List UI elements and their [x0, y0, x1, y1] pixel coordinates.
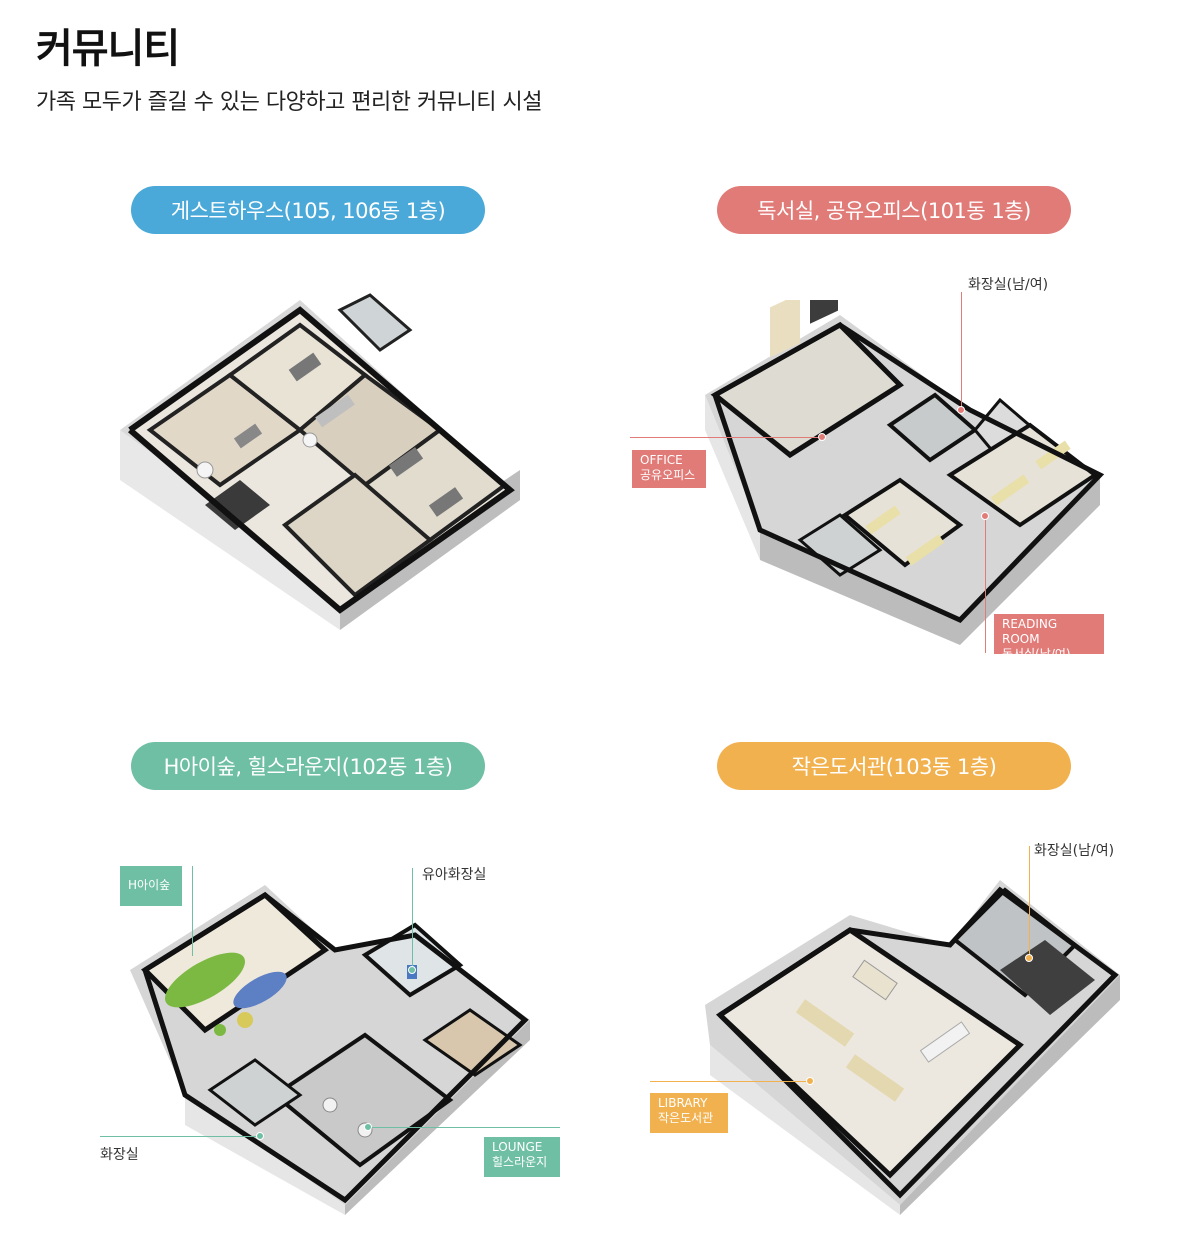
lounge-restroom-marker: [256, 1132, 264, 1140]
library-callout-box: LIBRARY 작은도서관: [650, 1093, 728, 1133]
reading-room-callout-en: READING ROOM: [1002, 617, 1058, 646]
library-restroom-callout: 화장실(남/여): [1034, 843, 1115, 859]
baby-restroom-leader-line: [412, 868, 413, 970]
baby-restroom-marker: [408, 966, 416, 974]
library-callout-ko: 작은도서관: [658, 1111, 714, 1125]
baby-restroom-callout: 유아화장실: [422, 867, 487, 883]
library-marker: [806, 1077, 814, 1085]
library-leader-line: [650, 1081, 810, 1082]
library-callout-en: LIBRARY: [658, 1096, 708, 1110]
office-marker: [818, 433, 826, 441]
guesthouse-floorplan: [120, 293, 520, 630]
library-label-pill: 작은도서관(103동 1층): [717, 742, 1071, 790]
reading-room-marker: [981, 512, 989, 520]
reading-restroom-marker: [957, 406, 965, 414]
reading-room-leader-line: [985, 517, 986, 653]
reading-room-callout-box: READING ROOM 독서실(남/여): [994, 614, 1104, 661]
office-callout-ko: 공유오피스: [640, 468, 696, 482]
office-callout-en: OFFICE: [640, 453, 683, 467]
library-restroom-marker: [1025, 954, 1033, 962]
library-floorplan: [705, 880, 1120, 1215]
lounge-callout-en: LOUNGE: [492, 1140, 543, 1154]
kids-callout-label: H아이숲: [128, 878, 171, 892]
office-callout-box: OFFICE 공유오피스: [632, 450, 706, 488]
lounge-restroom-leader-line: [100, 1136, 260, 1137]
kids-leader-line: [192, 866, 193, 956]
lounge-marker: [364, 1123, 372, 1131]
kids-callout-box: H아이숲: [120, 866, 182, 906]
reading-restroom-callout: 화장실(남/여): [968, 277, 1049, 293]
reading-restroom-leader-line: [961, 292, 962, 410]
page-title: 커뮤니티: [36, 26, 180, 72]
reading-room-callout-ko: 독서실(남/여): [1002, 647, 1071, 661]
library-restroom-leader-line: [1029, 846, 1030, 958]
office-leader-line: [630, 437, 822, 438]
guesthouse-label-pill: 게스트하우스(105, 106동 1층): [131, 186, 485, 234]
lounge-floorplan: [130, 885, 530, 1215]
lounge-restroom-callout: 화장실: [100, 1147, 139, 1163]
lounge-callout-ko: 힐스라운지: [492, 1155, 548, 1169]
lounge-leader-line: [368, 1127, 560, 1128]
lounge-label-pill: H아이숲, 힐스라운지(102동 1층): [131, 742, 485, 790]
page-subtitle: 가족 모두가 즐길 수 있는 다양하고 편리한 커뮤니티 시설: [36, 90, 542, 115]
lounge-callout-box: LOUNGE 힐스라운지: [484, 1137, 560, 1177]
reading-floorplan: [705, 300, 1105, 645]
reading-label-pill: 독서실, 공유오피스(101동 1층): [717, 186, 1071, 234]
